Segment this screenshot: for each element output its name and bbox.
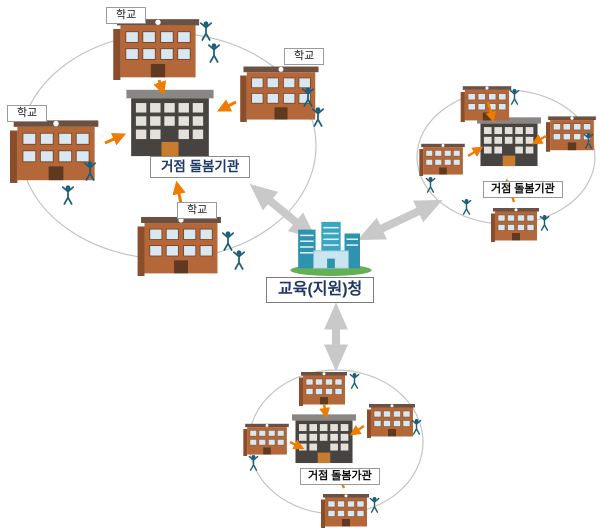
gray-arrow-topleft-center bbox=[249, 183, 317, 240]
person-figure bbox=[62, 184, 74, 205]
person-figure bbox=[248, 454, 259, 471]
satellite-building-tr-top bbox=[460, 85, 512, 122]
satellite-building-tr-left bbox=[419, 143, 466, 176]
satellite-building-b-left bbox=[243, 423, 290, 456]
school-label: 학교 bbox=[177, 202, 218, 219]
hub-label-topleft: 거점 돌봄기관 bbox=[150, 156, 251, 178]
hub-label-bottom: 거점 돌봄가관 bbox=[300, 468, 380, 485]
orange-arrow-left-school-to-hub bbox=[104, 132, 127, 146]
school-label: 학교 bbox=[284, 48, 325, 65]
hub-building-topright bbox=[477, 117, 541, 167]
person-figure bbox=[411, 418, 422, 435]
person-figure bbox=[425, 176, 436, 193]
orange-arrow-top-school-to-hub bbox=[153, 79, 167, 96]
orange-arrow-topright-school-to-hub bbox=[217, 99, 237, 112]
office-building-center bbox=[289, 221, 373, 276]
person-figure bbox=[208, 42, 220, 63]
person-figure bbox=[349, 372, 360, 389]
person-figure bbox=[369, 496, 380, 513]
satellite-building-b-right bbox=[366, 403, 416, 438]
school-building-topright bbox=[239, 66, 319, 122]
person-figure bbox=[509, 88, 520, 105]
person-figure bbox=[539, 214, 550, 231]
hub-building-topleft bbox=[126, 89, 214, 157]
person-figure bbox=[222, 230, 234, 251]
hub-label-topright: 거점 돌봄기관 bbox=[483, 181, 563, 198]
office-label: 교육(지원)청 bbox=[266, 277, 375, 303]
satellite-building-tr-bottom bbox=[490, 207, 540, 242]
school-label: 학교 bbox=[7, 105, 48, 122]
gray-arrow-topright-center bbox=[357, 199, 443, 241]
person-figure bbox=[461, 198, 472, 215]
school-building-left bbox=[10, 119, 99, 184]
orange-arrow-tr-right bbox=[531, 134, 547, 145]
person-figure bbox=[233, 249, 245, 270]
hub-building-bottom bbox=[292, 414, 356, 464]
school-building-top bbox=[112, 18, 200, 80]
satellite-building-b-top bbox=[298, 371, 348, 406]
orange-arrow-b-right bbox=[349, 424, 365, 436]
orange-arrow-tr-left bbox=[467, 146, 484, 158]
school-label: 학교 bbox=[106, 7, 147, 24]
orange-arrow-tr-top bbox=[485, 101, 497, 123]
school-building-bottom bbox=[137, 216, 222, 276]
satellite-building-b-bottom bbox=[320, 493, 370, 528]
orange-arrow-b-top bbox=[319, 403, 330, 419]
orange-arrow-b-left bbox=[289, 439, 305, 450]
